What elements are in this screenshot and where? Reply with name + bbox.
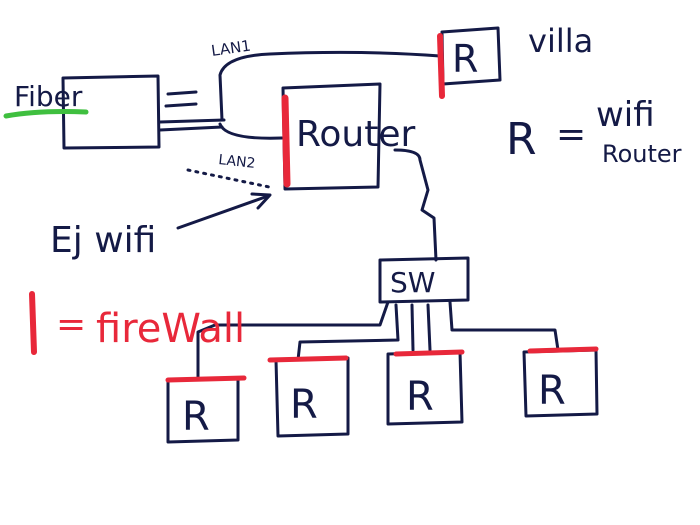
lan1-label: LAN1 [210,37,252,60]
pointer-arrow-icon [176,192,272,230]
fiber-tail-1 [158,118,226,124]
switch-to-ap1 [196,300,390,380]
ap-router-2: R [267,355,350,438]
lan2-dots [186,168,276,190]
villa-label: villa [528,22,593,60]
ap-router-2-label: R [290,382,318,428]
ap-router-4-firewall [527,346,599,354]
villa-router-label: R [452,37,478,81]
villa-router: R [437,26,502,99]
ap-router-3-label: R [406,374,434,420]
switch-to-ap3a [410,303,415,352]
ap-router-4: R [522,346,599,418]
switch-to-ap4 [448,300,560,352]
ap-router-1: R [165,375,247,444]
main-router-label: Router [296,114,416,155]
legend-router-line2: Router [602,140,682,168]
ap-router-1-firewall [165,375,247,383]
legend-router-line1: wifi [596,95,655,135]
fiber-label: Fiber [14,80,83,113]
legend-router: R = wifi Router [506,95,682,168]
switch-node: SW [378,256,470,304]
ap-router-3-firewall [393,349,465,357]
firewall-legend-mark [29,291,37,355]
ap-router-2-firewall [267,355,349,363]
ap-router-3: R [386,349,465,426]
fiber-connector-bottom [164,102,198,108]
ap-router-1-label: R [182,394,210,440]
switch-to-ap3b [426,303,432,352]
fiber-connector-top [166,90,198,96]
fiber-tail-2 [158,125,224,132]
switch-box [378,256,470,304]
fiber-highlight [3,109,89,119]
villa-firewall-mark [437,33,445,99]
router-switch-line [393,148,438,262]
main-router: Router [281,82,416,191]
lan2-line [218,122,284,140]
ap-router-4-label: R [538,368,566,414]
main-router-firewall-mark [281,94,291,188]
ej-wifi-label: Ej wifi [50,220,156,261]
lan1-line [218,50,442,122]
legend-firewall-text: fireWall [96,306,245,352]
fiber-node: Fiber [3,74,161,150]
legend-firewall-equals: = [56,304,86,345]
legend-firewall: = fireWall [29,291,245,355]
switch-to-ap2 [296,303,400,362]
legend-router-equals: = [556,114,586,155]
lan2-label: LAN2 [218,152,257,172]
fiber-box [61,74,161,150]
legend-router-symbol: R [506,114,537,165]
switch-label: SW [390,266,435,299]
